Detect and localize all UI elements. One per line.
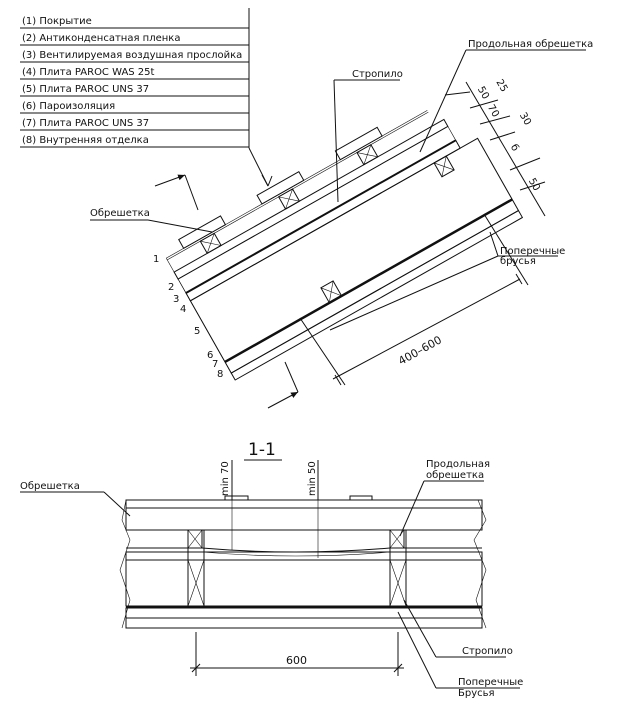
section-title: 1-1	[248, 440, 276, 460]
label-cross-bars-line2: брусья	[500, 256, 536, 267]
label-longitudinal-batten: Продольная обрешетка	[468, 39, 593, 50]
layer-number: 7	[212, 359, 218, 370]
dim-70: 70	[485, 103, 501, 120]
dim-b: б	[508, 143, 521, 154]
roof-covering	[166, 110, 429, 261]
layer-number: 1	[153, 254, 159, 265]
layer-number: 3	[173, 294, 179, 305]
legend-item: (4) Плита PAROC WAS 25t	[22, 67, 155, 78]
dim-30: 30	[517, 111, 533, 128]
label-cross-line2: Брусья	[458, 688, 495, 699]
dim-25: 25	[493, 78, 509, 95]
label-longitudinal-line1: Продольная	[426, 459, 490, 470]
label-cross-bars-line1: Поперечные	[500, 246, 565, 257]
layer-number: 5	[194, 326, 200, 337]
legend-item: (7) Плита PAROC UNS 37	[22, 118, 149, 129]
legend-item: (2) Антиконденсатная пленка	[22, 33, 180, 44]
legend-item: (3) Вентилируемая воздушная прослойка	[22, 50, 242, 61]
lower-rafter-boxes	[187, 529, 405, 549]
legend-item: (8) Внутренняя отделка	[22, 135, 149, 146]
dim-400-600: 400–600	[396, 333, 444, 367]
layer-number: 4	[180, 304, 186, 315]
label-longitudinal-line2: обрешетка	[426, 470, 484, 481]
section-mark-top	[154, 174, 199, 211]
sloped-roof-section: 400–600 25 50 70 30 б 50 Продольная обре…	[90, 39, 593, 409]
label-rafter-lower: Стропило	[462, 646, 513, 657]
section-1-1: 1-1	[20, 440, 523, 699]
legend-item: (5) Плита PAROC UNS 37	[22, 84, 149, 95]
dim-min70: min 70	[220, 461, 231, 496]
label-batten-lower: Обрешетка	[20, 481, 80, 492]
legend-item: (1) Покрытие	[22, 16, 92, 27]
layer-number: 8	[217, 369, 223, 380]
legend-item: (6) Пароизоляция	[22, 101, 115, 112]
legend-table: (1) Покрытие (2) Антиконденсатная пленка…	[20, 8, 273, 187]
dim-50b: 50	[526, 177, 542, 194]
dim-600: 600	[286, 654, 307, 667]
layer-number: 2	[168, 282, 174, 293]
section-mark-bottom	[267, 361, 299, 409]
label-rafter: Стропило	[352, 69, 403, 80]
label-cross-line1: Поперечные	[458, 677, 523, 688]
dim-min50: min 50	[307, 461, 318, 496]
label-batten-upper: Обрешетка	[90, 208, 150, 219]
layer-number: 6	[207, 350, 213, 361]
dim-50a: 50	[475, 85, 491, 102]
